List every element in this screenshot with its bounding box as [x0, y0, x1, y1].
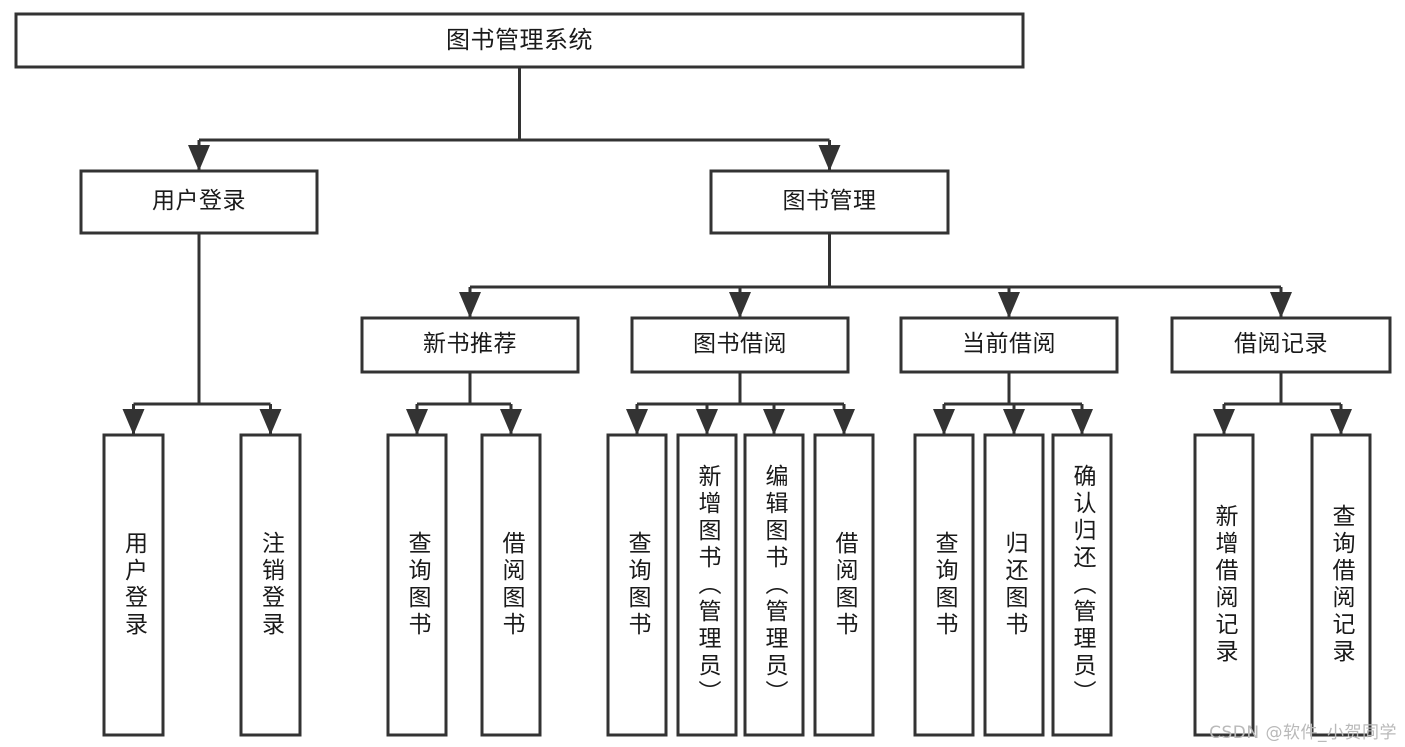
node-box-leaf-borrow-book-1[interactable]: [480, 433, 542, 737]
arrow-icon-book-borrow: [729, 292, 751, 318]
node-box-current-borrow[interactable]: [899, 316, 1119, 374]
arrow-icon-leaf-user-logout: [259, 409, 282, 435]
arrow-icon-leaf-add-record: [1213, 409, 1235, 435]
arrow-icon-leaf-query-book-1: [406, 409, 428, 435]
arrow-icon-leaf-add-book: [696, 409, 718, 435]
connectors-layer: [122, 67, 1352, 435]
node-box-root[interactable]: [14, 12, 1025, 69]
arrow-icon-user-login: [188, 145, 210, 171]
node-box-borrow-record[interactable]: [1170, 316, 1392, 374]
node-box-book-borrow[interactable]: [630, 316, 850, 374]
boxes-layer: [14, 12, 1392, 737]
arrow-icon-book-manage: [818, 145, 841, 171]
node-box-leaf-add-book[interactable]: [676, 433, 738, 737]
node-box-leaf-query-record[interactable]: [1310, 433, 1372, 737]
watermark-text: CSDN @软件_小贺同学: [1209, 723, 1397, 743]
node-box-user-login[interactable]: [79, 169, 319, 235]
node-box-leaf-user-login[interactable]: [102, 433, 165, 737]
arrow-icon-leaf-return-book: [1003, 409, 1025, 435]
arrow-icon-leaf-borrow-book-2: [833, 409, 855, 435]
arrow-icon-new-book-rec: [459, 292, 481, 318]
node-box-book-manage[interactable]: [709, 169, 950, 235]
node-box-leaf-query-book-3[interactable]: [913, 433, 975, 737]
node-box-leaf-query-book-1[interactable]: [386, 433, 448, 737]
arrow-icon-leaf-user-login: [122, 409, 145, 435]
arrow-icon-leaf-query-record: [1330, 409, 1352, 435]
node-box-leaf-confirm-return[interactable]: [1051, 433, 1113, 737]
arrow-icon-borrow-record: [1270, 292, 1292, 318]
arrow-icon-leaf-borrow-book-1: [500, 409, 522, 435]
node-box-leaf-return-book[interactable]: [983, 433, 1045, 737]
node-box-leaf-query-book-2[interactable]: [606, 433, 668, 737]
arrow-icon-leaf-query-book-2: [626, 409, 648, 435]
node-box-leaf-user-logout[interactable]: [239, 433, 302, 737]
node-box-leaf-borrow-book-2[interactable]: [813, 433, 875, 737]
node-box-new-book-rec[interactable]: [360, 316, 580, 374]
arrow-icon-leaf-query-book-3: [933, 409, 955, 435]
arrow-icon-leaf-edit-book: [763, 409, 785, 435]
node-box-leaf-edit-book[interactable]: [743, 433, 805, 737]
arrow-icon-leaf-confirm-return: [1071, 409, 1093, 435]
node-box-leaf-add-record[interactable]: [1193, 433, 1255, 737]
arrow-icon-current-borrow: [998, 292, 1020, 318]
